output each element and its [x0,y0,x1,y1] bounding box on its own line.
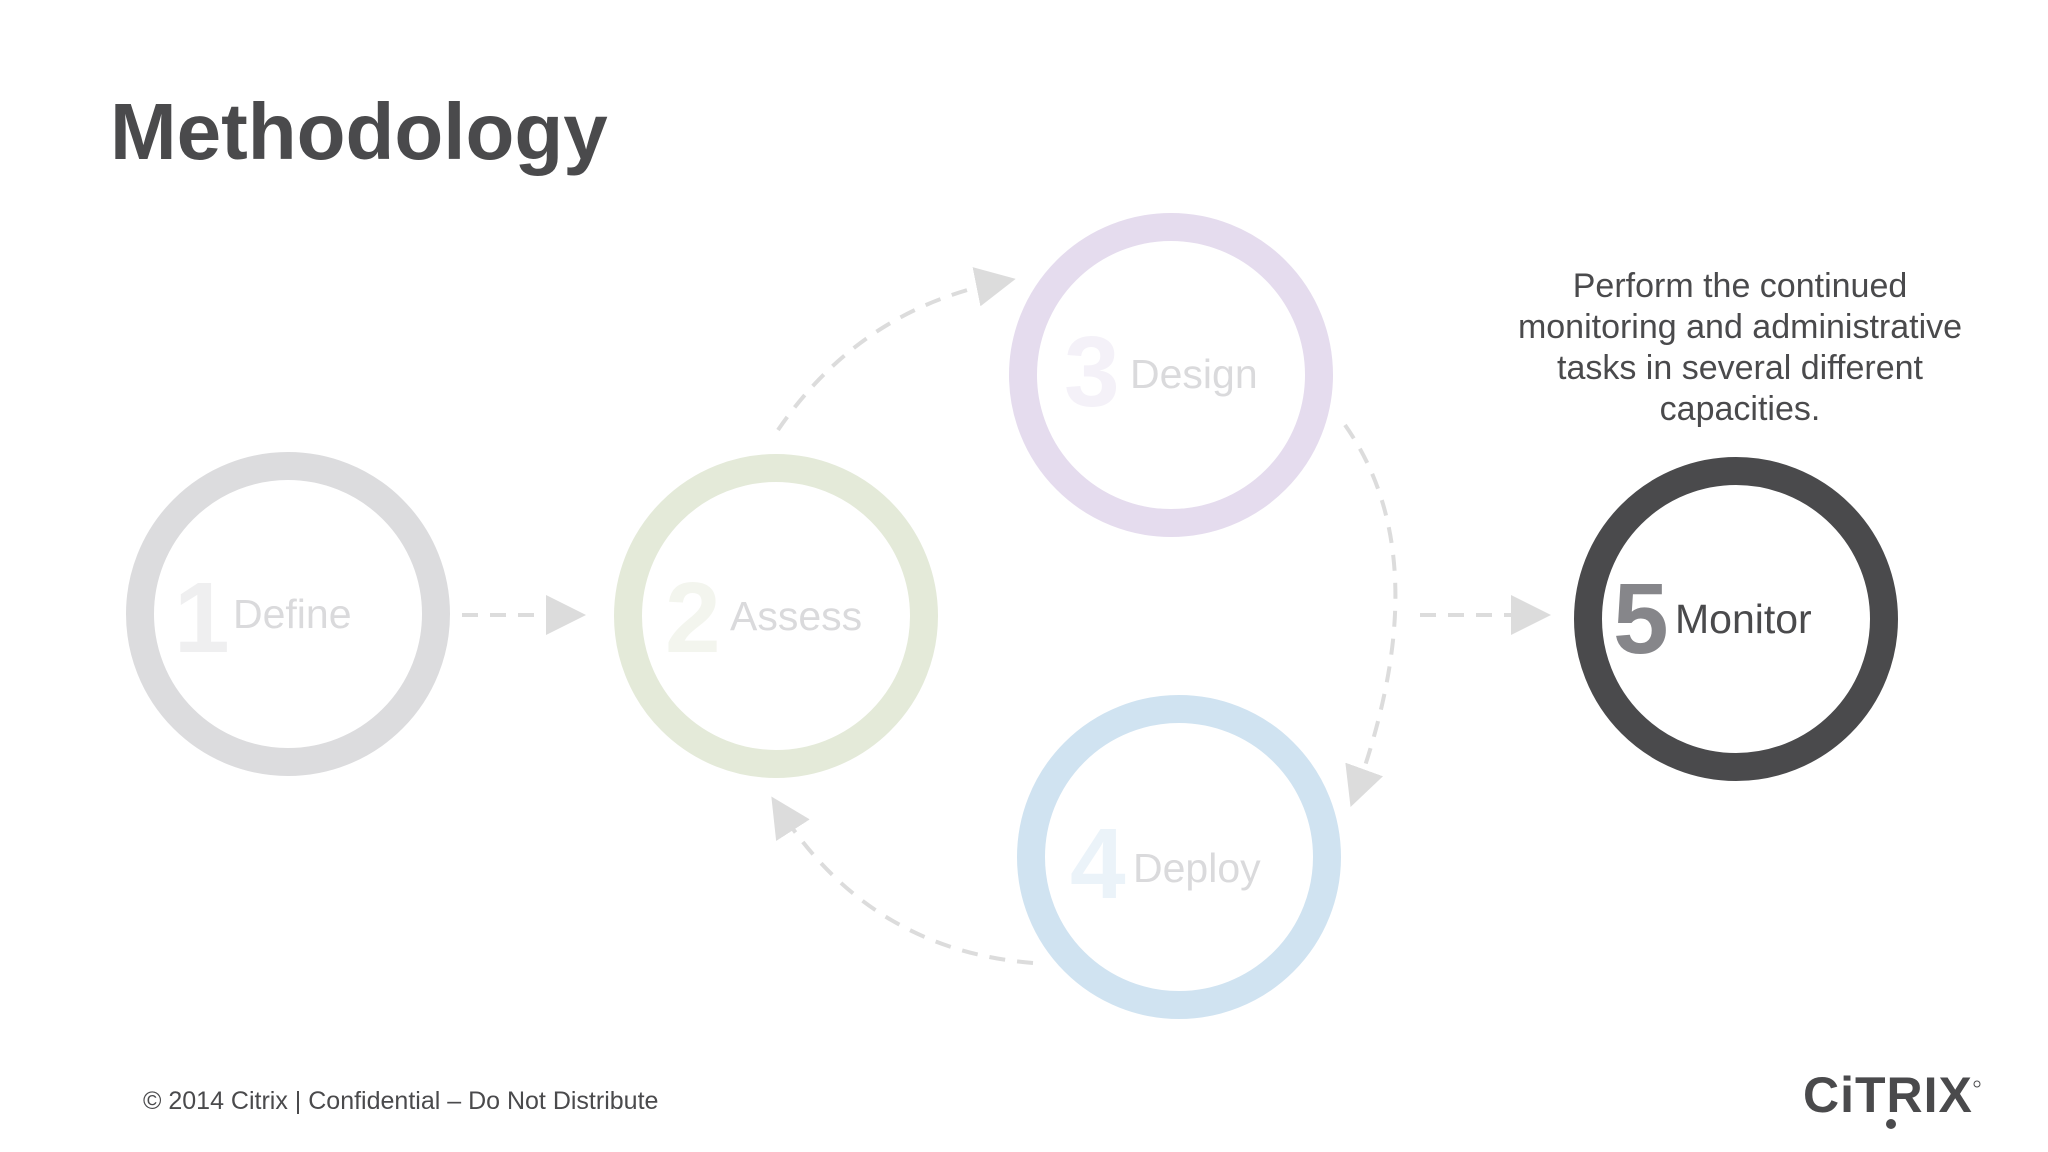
step-number: 5 [1613,563,1669,675]
step-design: 3 Design [1009,213,1333,537]
svg-text:CiTRIX: CiTRIX [1803,1067,1973,1123]
step-ring [1009,213,1333,537]
arrow-deploy-to-assess [771,796,1034,965]
step-assess: 2 Assess [614,454,938,778]
step-description: Perform the continued monitoring and adm… [1517,267,1963,428]
slide-title: Methodology [110,87,608,176]
citrix-logo: CiTRIX [1803,1067,1981,1129]
step-monitor: 5 Monitor [1574,457,1898,781]
step-ring [126,452,450,776]
step-number: 4 [1070,808,1126,920]
connectors [462,267,1551,965]
step-define: 1 Define [126,452,450,776]
step-label: Monitor [1675,596,1812,642]
step-deploy: 4 Deploy [1017,695,1341,1019]
step-number: 2 [665,562,721,674]
step-number: 3 [1064,316,1120,428]
step-label: Define [233,591,352,637]
step-number: 1 [174,562,230,674]
footer-text: © 2014 Citrix | Confidential – Do Not Di… [143,1087,659,1115]
arrow-design-to-deploy [1343,423,1398,808]
step-label: Design [1130,351,1258,397]
step-label: Assess [730,593,862,639]
step-ring [1574,457,1898,781]
step-label: Deploy [1133,845,1261,891]
arrow-assess-to-design [776,267,1016,432]
step-ring [614,454,938,778]
step-ring [1017,695,1341,1019]
